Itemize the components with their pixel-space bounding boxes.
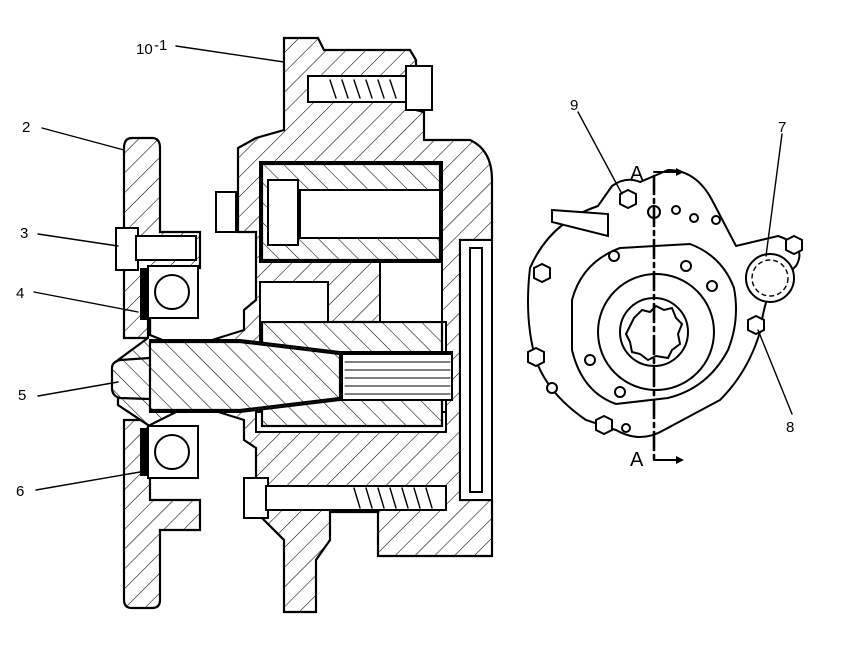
callout-4: 4 [16,285,24,302]
lower-bearing [140,425,199,479]
callout-10-suffix: -1 [154,37,167,54]
bottom-bolt [243,477,447,519]
callout-8: 8 [786,419,794,436]
flange-bolt [115,227,197,271]
spline-shaft [148,339,453,413]
callout-5: 5 [18,387,26,404]
callout-labels: 10 -1 2 3 4 5 6 9 7 8 A A [16,37,794,500]
upper-bearing [140,265,199,320]
callout-2: 2 [22,119,30,136]
callout-leaders-right [577,111,793,415]
callout-9: 9 [570,97,578,114]
callout-7: 7 [778,119,786,136]
section-mark-bottom: A [630,449,644,471]
callout-3: 3 [20,225,28,242]
side-nut [215,191,237,233]
section-view [110,36,494,614]
callout-leaders-left [33,45,285,491]
callout-10: 10 [136,41,153,58]
callout-6: 6 [16,483,24,500]
pump-housing [194,36,494,614]
top-bolt [307,65,433,111]
section-mark-top: A [630,163,644,185]
end-view [527,168,803,464]
